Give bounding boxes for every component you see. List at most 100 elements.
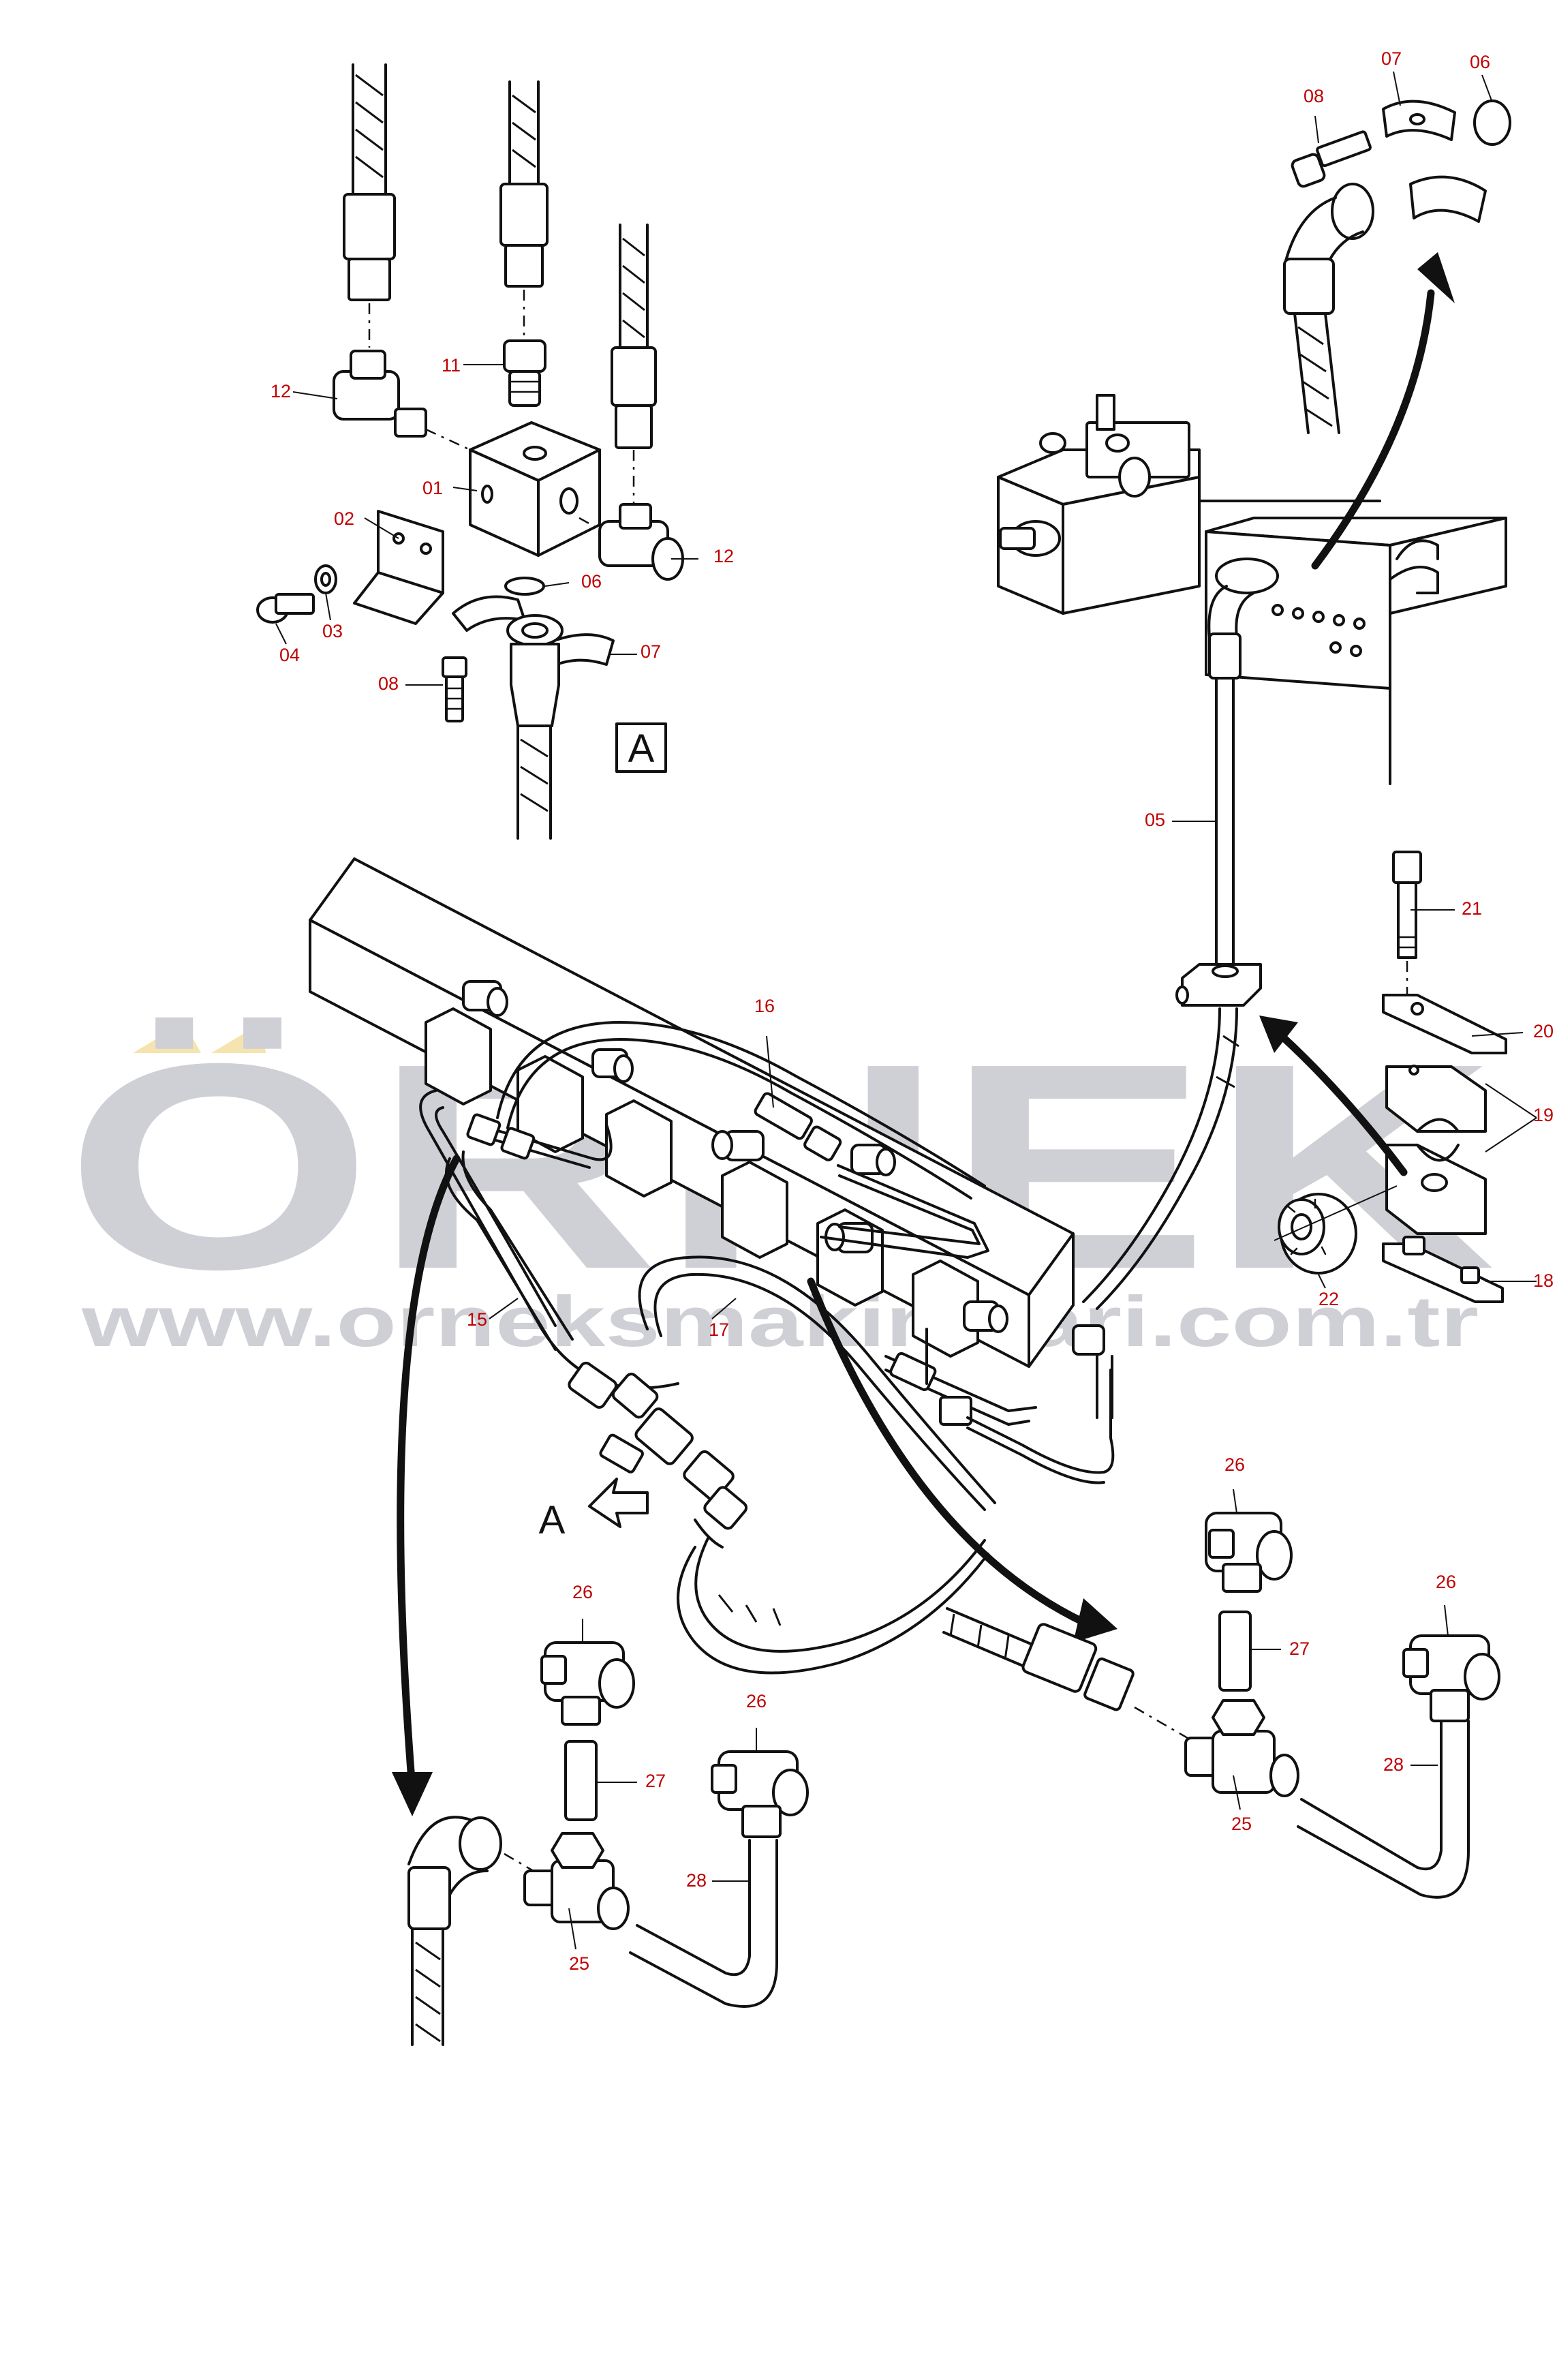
arrow-up-head [1417, 252, 1455, 303]
tube-28-left [629, 1839, 778, 2008]
grommet-22 [1278, 1193, 1357, 1275]
tube-27-left [564, 1740, 598, 1821]
plate-18 [1382, 1236, 1504, 1303]
branch-assembly [568, 1361, 748, 1548]
bolt-21 [1392, 851, 1422, 998]
valve-block-assembly [997, 394, 1381, 615]
view-arrow-a-label: A [539, 1498, 566, 1542]
watermark-accent-right [211, 1022, 266, 1053]
callout-01: 01 [422, 478, 443, 498]
hose-bottom-right [942, 1607, 1200, 1746]
callout-28-left: 28 [686, 1870, 707, 1891]
manifold-group: A [309, 857, 1117, 1816]
callout-20: 20 [1533, 1021, 1554, 1041]
callout-25-left: 25 [569, 1953, 589, 1974]
callout-17: 17 [709, 1319, 729, 1340]
callout-27-left: 27 [645, 1771, 666, 1791]
callout-05: 05 [1145, 810, 1165, 830]
watermark-url: www.orneksmakinalari.com.tr [81, 1282, 1479, 1362]
tee-fitting-25-left [523, 1832, 630, 1930]
callout-26-right-upper: 26 [1224, 1454, 1245, 1475]
top-right-group [997, 100, 1511, 1310]
callout-16: 16 [754, 996, 775, 1016]
bolt-04 [256, 593, 315, 624]
callout-02: 02 [334, 508, 354, 529]
arrow-left-head [392, 1772, 433, 1816]
callout-25-right: 25 [1231, 1814, 1252, 1834]
hose-bottom-left [407, 1816, 546, 2046]
manifold-blocks [425, 1007, 979, 1358]
callout-27-right: 27 [1289, 1638, 1310, 1659]
callout-07-top: 07 [1381, 48, 1402, 69]
elbow-26-right-far [1402, 1634, 1500, 1722]
detail-a-group: A [256, 63, 684, 840]
tube-loop-16 [496, 1021, 989, 1259]
callout-03: 03 [322, 621, 343, 641]
hose-top-left [343, 63, 396, 348]
callout-06-top: 06 [1470, 52, 1490, 72]
split-flange-07 [452, 595, 615, 669]
callout-11: 11 [442, 355, 461, 376]
callout-06-detail: 06 [581, 571, 602, 592]
pipe-05 [1207, 558, 1279, 969]
arrow-to-left-assembly [397, 1155, 461, 1793]
callout-26-right-far: 26 [1436, 1572, 1456, 1592]
elbow-26-right-upper [1205, 1512, 1293, 1593]
hose-lower-detail [510, 643, 560, 840]
hose-17 [638, 1255, 996, 1675]
manifold-fittings [462, 980, 1105, 1356]
callout-12-right: 12 [713, 546, 734, 566]
plate-20 [1382, 994, 1507, 1054]
bottom-right-assembly [942, 1512, 1500, 1899]
tee-fitting-25-right [1184, 1699, 1299, 1797]
arrow-right-head [1073, 1598, 1117, 1643]
tube-28-right [1297, 1720, 1470, 1899]
callout-26-left-upper: 26 [572, 1582, 593, 1602]
arrow-up-to-flange [1311, 289, 1435, 570]
callout-21: 21 [1462, 898, 1482, 919]
washer-03 [314, 564, 337, 594]
arrow-clamp-head [1259, 1016, 1298, 1053]
hose-top-middle [499, 80, 549, 337]
arrow-clamp-to-pipe [1270, 1025, 1408, 1176]
callout-labels: 01 02 03 04 05 06 06 07 07 08 08 11 12 1… [271, 48, 1554, 1974]
distribution-block-01 [469, 421, 601, 557]
arrow-to-right-assembly [807, 1277, 1088, 1626]
callout-04: 04 [279, 645, 300, 665]
detail-box-a-label: A [628, 727, 655, 771]
pipe-clamp [1082, 963, 1262, 1310]
detail-box-a [615, 722, 667, 773]
elbow-fitting-12-right [579, 503, 684, 581]
elbow-26-left-far [711, 1750, 809, 1838]
nipple-fitting-11 [503, 339, 546, 407]
elbow-26-left-upper [540, 1641, 635, 1726]
callout-26-left-far: 26 [746, 1691, 767, 1711]
callout-18: 18 [1533, 1270, 1554, 1291]
clamp-halves-19 [1385, 1065, 1487, 1235]
watermark-accent-left [133, 1022, 201, 1053]
callout-22: 22 [1319, 1289, 1339, 1309]
callout-08-detail: 08 [378, 673, 399, 694]
tube-27-right [1218, 1611, 1252, 1692]
callout-07-detail: 07 [641, 641, 661, 662]
elbow-hose-top-right [1283, 183, 1374, 434]
o-ring-06-top [1473, 100, 1511, 146]
bolt-08-top [1291, 130, 1372, 188]
callout-08-top: 08 [1304, 86, 1324, 106]
callout-19: 19 [1533, 1105, 1554, 1125]
bolt-08-detail [442, 656, 467, 722]
o-ring-06 [504, 577, 545, 596]
right-pipe-tee [884, 1328, 1115, 1484]
view-arrow-a [588, 1478, 649, 1528]
bracket-02 [353, 510, 444, 625]
split-flange-07-top [1382, 100, 1487, 223]
clamp-exploded-group [1259, 851, 1507, 1303]
callout-28-right: 28 [1383, 1754, 1404, 1775]
callout-12-left: 12 [271, 381, 291, 401]
hose-top-right [611, 224, 657, 504]
bottom-left-assembly [407, 1641, 809, 2046]
callout-15: 15 [467, 1309, 487, 1330]
elbow-fitting-12-left [333, 350, 471, 451]
leader-lines [275, 71, 1537, 1950]
